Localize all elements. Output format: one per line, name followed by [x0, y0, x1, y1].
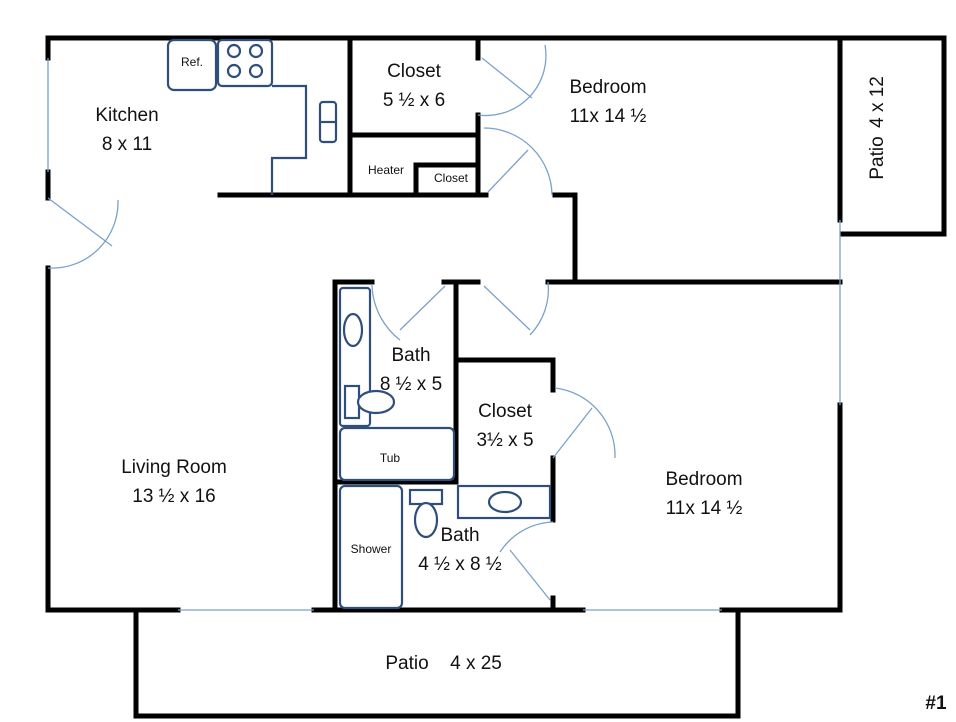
labels: Ref. Heater Closet Tub Shower Kitchen 8 …	[95, 55, 947, 714]
bedroom-top-dims: 11x 14 ½	[570, 106, 647, 127]
kitchen-name: Kitchen	[95, 105, 158, 126]
patio-bottom-dims: 4 x 25	[450, 653, 502, 674]
closet-mid-dims: 3½ x 5	[476, 430, 533, 451]
sink-icon	[342, 312, 364, 348]
refrigerator-label: Ref.	[181, 55, 203, 69]
bath2-fixtures	[338, 484, 552, 610]
bath2-dims: 4 ½ x 8 ½	[418, 554, 502, 575]
bath1-fixtures	[338, 286, 456, 482]
shower-icon	[338, 484, 404, 610]
windows	[47, 58, 841, 611]
bedroom-bottom-name: Bedroom	[665, 469, 742, 490]
living-room-dims: 13 ½ x 16	[132, 486, 215, 507]
closet-top-dims: 5 ½ x 6	[383, 90, 445, 111]
tub-label: Tub	[380, 451, 401, 465]
walls	[45, 35, 947, 719]
closet-mid-name: Closet	[478, 401, 533, 422]
heater-label: Heater	[368, 163, 404, 177]
closet-small-label: Closet	[434, 171, 469, 185]
toilet-icon	[413, 501, 439, 539]
counter-icon	[270, 84, 308, 195]
stove-icon	[216, 38, 274, 88]
sink-icon	[487, 490, 523, 514]
patio-bottom-name: Patio	[385, 653, 428, 674]
patio-side-name: Patio	[867, 136, 888, 179]
kitchen-fixtures	[166, 38, 338, 195]
vanity-icon	[456, 484, 552, 520]
bath1-name: Bath	[391, 345, 430, 366]
bedroom-bottom-dims: 11x 14 ½	[666, 498, 743, 519]
doors	[47, 44, 616, 601]
plan-number: #1	[925, 693, 947, 714]
vanity-icon	[338, 286, 372, 428]
living-room-name: Living Room	[121, 457, 227, 478]
closet-top-name: Closet	[387, 61, 442, 82]
tub-icon	[338, 426, 456, 482]
bedroom-top-name: Bedroom	[569, 77, 646, 98]
bath2-name: Bath	[440, 525, 479, 546]
patio-side-dims: 4 x 12	[867, 76, 888, 128]
kitchen-dims: 8 x 11	[102, 134, 152, 155]
toilet-icon	[356, 389, 396, 415]
shower-label: Shower	[351, 542, 392, 556]
refrigerator-icon	[166, 38, 218, 92]
bath1-dims: 8 ½ x 5	[380, 374, 442, 395]
